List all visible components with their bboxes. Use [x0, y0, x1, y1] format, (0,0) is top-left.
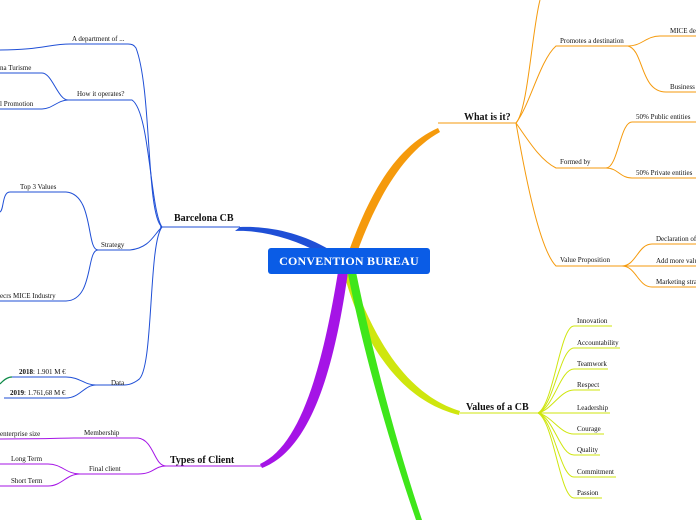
values-title[interactable]: Values of a CB: [466, 402, 529, 413]
line-promotes-mice: [627, 35, 696, 47]
line-to-strategy: [98, 226, 163, 251]
line-to-promotes: [515, 45, 628, 124]
line-to-passion: [537, 412, 602, 499]
central-node-label: CONVENTION BUREAU: [279, 253, 419, 268]
value-passion[interactable]: Passion: [577, 489, 599, 497]
line-to-respect: [537, 389, 600, 414]
line-2018-accent: [0, 376, 13, 385]
central-node[interactable]: CONVENTION BUREAU: [268, 248, 430, 274]
marketing-label[interactable]: Marketing stra: [656, 278, 696, 286]
line-data-2018: [12, 376, 97, 386]
final-client-label[interactable]: Final client: [89, 465, 121, 473]
types-title[interactable]: Types of Client: [170, 455, 235, 466]
private-label[interactable]: 50% Private entities: [636, 169, 693, 177]
department-label[interactable]: A department of ...: [72, 35, 125, 43]
line-to-department: [70, 43, 163, 228]
public-label[interactable]: 50% Public entities: [636, 113, 691, 121]
value-teamwork[interactable]: Teamwork: [577, 360, 607, 368]
value-commitment[interactable]: Commitment: [577, 468, 614, 476]
line-formed-private: [605, 167, 696, 179]
line-final-long: [0, 463, 81, 475]
membership-label[interactable]: Membership: [84, 429, 120, 437]
short-term-label[interactable]: Short Term: [11, 477, 43, 485]
value-innovation[interactable]: Innovation: [577, 317, 608, 325]
what-title[interactable]: What is it?: [464, 112, 511, 123]
value-leadership[interactable]: Leadership: [577, 404, 609, 412]
line-to-teamwork: [537, 368, 608, 414]
line-to-final: [80, 465, 167, 475]
line-to-formed: [515, 122, 606, 169]
line-to-valueprop: [515, 122, 622, 267]
data-label[interactable]: Data: [111, 379, 125, 387]
line-membership-left: [0, 437, 75, 440]
value-quality[interactable]: Quality: [577, 446, 598, 454]
promotes-label[interactable]: Promotes a destination: [560, 37, 624, 45]
barcelona-title[interactable]: Barcelona CB: [174, 213, 234, 224]
line-to-top-edge: [515, 0, 541, 124]
line-to-data: [96, 226, 163, 386]
business-label[interactable]: Business: [670, 83, 695, 91]
top-values-label[interactable]: Top 3 Values: [20, 183, 57, 191]
line-top-values-left: [0, 191, 11, 213]
data-2018-label[interactable]: 2018: 1.901 M €: [19, 368, 66, 376]
add-value-label[interactable]: Add more valu: [656, 257, 696, 265]
long-term-label[interactable]: Long Term: [11, 455, 43, 463]
line-strategy-top: [10, 191, 99, 251]
how-item-2[interactable]: l Promotion: [0, 100, 34, 108]
strategy-item-label[interactable]: ecrs MICE Industry: [0, 292, 56, 300]
line-promotes-business: [627, 45, 696, 93]
value-respect[interactable]: Respect: [577, 381, 599, 389]
branch-types: [260, 272, 348, 468]
line-how-bottom: [0, 99, 69, 110]
line-to-courage: [537, 412, 604, 435]
branch-what: [350, 128, 440, 250]
mice-label[interactable]: MICE de: [670, 27, 696, 35]
line-to-innovation: [537, 325, 612, 414]
line-to-how: [68, 99, 163, 228]
value-accountability[interactable]: Accountability: [577, 339, 619, 347]
line-vp-declaration: [621, 243, 696, 267]
line-to-membership: [74, 437, 167, 467]
branch-values: [344, 272, 460, 415]
branch-green: [348, 272, 422, 520]
line-to-quality: [537, 412, 600, 456]
declaration-label[interactable]: Declaration of: [656, 235, 696, 243]
line-data-2019: [4, 384, 97, 399]
line-final-short: [0, 473, 81, 487]
strategy-label[interactable]: Strategy: [101, 241, 125, 249]
how-operates-label[interactable]: How it operates?: [77, 90, 124, 98]
enterprise-label[interactable]: enterprise size: [0, 430, 40, 438]
line-how-top: [0, 72, 69, 101]
how-item-1[interactable]: na Turisme: [0, 64, 31, 72]
line-strategy-bottom: [0, 249, 99, 302]
line-vp-marketing: [621, 265, 696, 288]
line-to-accountability: [537, 347, 620, 414]
value-courage[interactable]: Courage: [577, 425, 601, 433]
line-formed-public: [605, 121, 696, 169]
data-2019-label[interactable]: 2019: 1.761,68 M €: [10, 389, 66, 397]
line-department-left: [0, 43, 71, 51]
formed-by-label[interactable]: Formed by: [560, 158, 591, 166]
line-to-commitment: [537, 412, 616, 478]
value-prop-label[interactable]: Value Proposition: [560, 256, 610, 264]
